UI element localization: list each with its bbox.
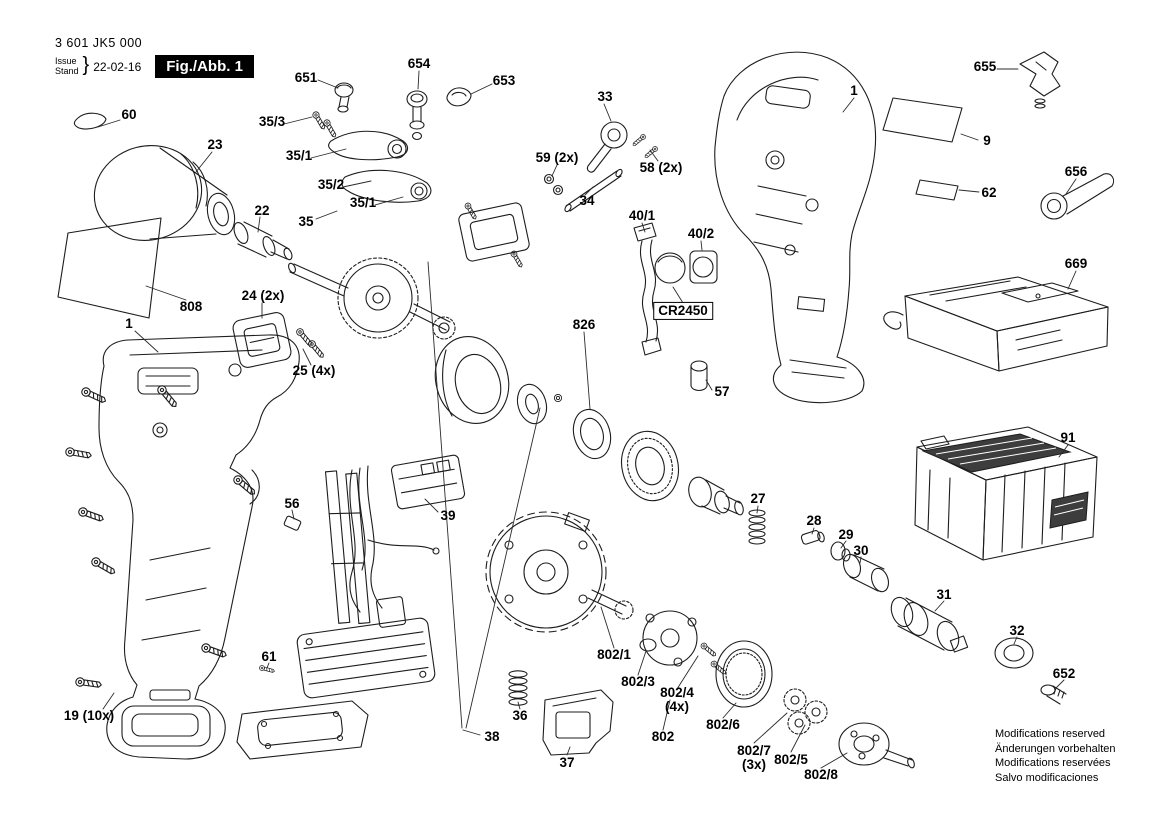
output-parts-drawing <box>748 509 1067 705</box>
modifications-note-fr: Modifications reservées <box>995 757 1111 769</box>
figure-label: Fig./Abb. 1 <box>155 55 254 78</box>
charger-drawing <box>883 276 1109 372</box>
modifications-note-en: Modifications reserved <box>995 728 1106 740</box>
terminal-pin-group-drawing <box>543 121 659 213</box>
brace-glyph: } <box>82 54 90 76</box>
spindle-gear-drawing <box>288 257 456 340</box>
issue-date: 22-02-16 <box>93 59 142 74</box>
stand-label: Stand <box>55 65 79 76</box>
modifications-note-es: Salvo modificaciones <box>995 771 1099 784</box>
right-housing-half-drawing <box>714 51 1115 404</box>
left-housing-half-drawing <box>98 334 300 760</box>
switch-rocker-group-drawing <box>311 82 530 269</box>
battery-pack-drawing <box>914 426 1098 561</box>
coin-cell-group-drawing <box>633 222 718 356</box>
electronics-module-drawing <box>236 454 466 760</box>
title-block: 3 601 JK5 000 Issue Stand } 22-02-16 Fig… <box>55 36 254 78</box>
modifications-note-de: Änderungen vorbehalten <box>995 742 1116 755</box>
hammer-assembly-drawing <box>434 336 744 516</box>
housing-screws-drawing <box>64 383 258 690</box>
clamp-plate-drawing <box>232 312 292 368</box>
motor-gearbox-drawing <box>485 511 915 769</box>
part-number: 3 601 JK5 000 <box>55 36 143 50</box>
leader-lines <box>97 68 1077 769</box>
issue-label: Issue <box>55 56 77 66</box>
modifications-note: Modifications reserved Änderungen vorbeh… <box>995 727 1115 785</box>
front-cap-group-drawing <box>57 112 293 319</box>
